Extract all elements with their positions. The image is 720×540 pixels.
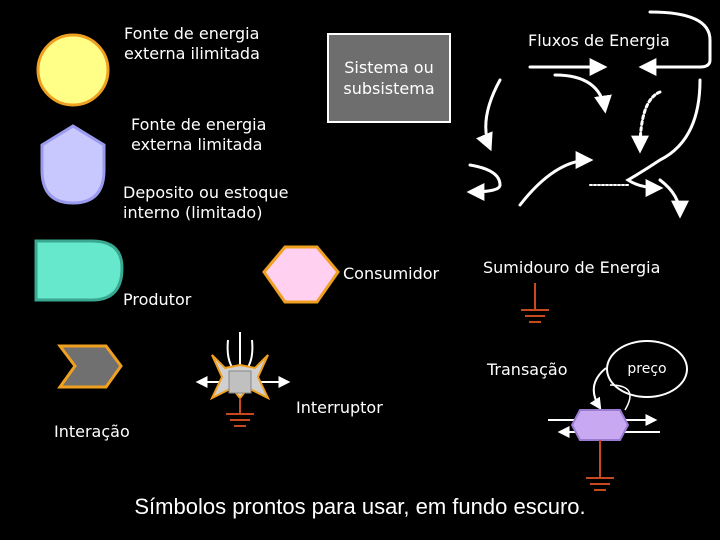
- producer-symbol: [34, 239, 124, 302]
- energy-sink-symbol: [521, 283, 549, 323]
- storage-label: Deposito ou estoque interno (limitado): [123, 183, 289, 222]
- switch-symbol: [195, 332, 291, 427]
- energy-flow-arrows: [466, 10, 712, 219]
- unlimited-source-symbol: [36, 33, 110, 107]
- unlimited-source-label: Fonte de energia externa ilimitada: [124, 24, 260, 63]
- transaction-label: Transação: [487, 360, 568, 379]
- producer-label: Produtor: [123, 290, 192, 309]
- system-label: Sistema ou subsistema: [343, 58, 435, 98]
- price-bubble: preço: [606, 340, 688, 398]
- consumer-label: Consumidor: [343, 264, 440, 283]
- limited-source-label: Fonte de energia externa limitada: [131, 115, 267, 154]
- caption: Símbolos prontos para usar, em fundo esc…: [134, 494, 586, 519]
- energy-flows-label: Fluxos de Energia: [528, 31, 670, 50]
- interaction-label: Interação: [54, 422, 130, 441]
- system-symbol: Sistema ou subsistema: [327, 33, 451, 123]
- price-label: preço: [627, 361, 667, 377]
- limited-source-symbol: [40, 124, 106, 205]
- transaction-symbol: [548, 367, 660, 491]
- consumer-symbol: [262, 245, 340, 304]
- switch-label: Interruptor: [296, 398, 383, 417]
- interaction-symbol: [57, 344, 123, 389]
- energy-sink-label: Sumidouro de Energia: [483, 258, 661, 277]
